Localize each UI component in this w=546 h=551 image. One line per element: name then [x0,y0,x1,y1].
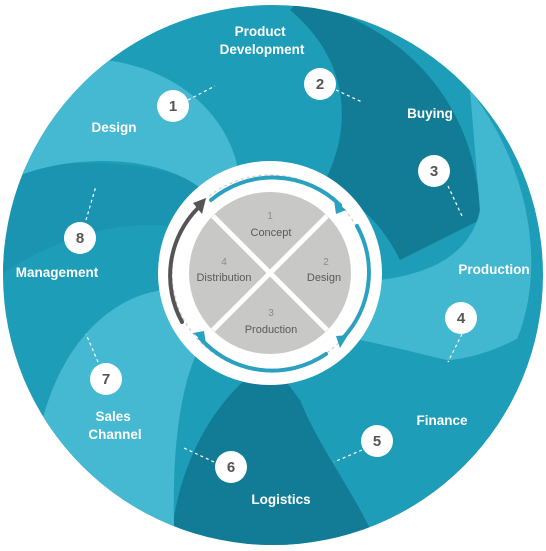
label-sales-channel: Sales Channel [88,409,141,442]
step-badge-5 [361,425,393,457]
step-num-2: 2 [316,76,324,93]
connector-1 [187,85,216,101]
inner-quadrants [189,192,351,354]
blade-buying [290,5,480,260]
label-buying: Buying [407,106,453,121]
arrow-bottom [198,336,328,373]
step-badge-7 [90,363,122,395]
blade-production [360,90,532,370]
inner-num-2: 2 [323,257,329,268]
arrowhead-right [336,335,348,348]
segment-labels: Design Product Development Buying Produc… [16,24,530,507]
quadrant-divider-2 [211,214,329,332]
step-num-5: 5 [373,433,381,450]
step-badge-1 [157,90,189,122]
blade-finance [300,320,543,540]
connector-2 [335,89,363,103]
label-design: Design [91,120,136,135]
arrow-left [168,206,200,324]
arrowhead-left [193,198,206,214]
blade-design [20,58,240,192]
blade-management [3,163,210,275]
step-num-8: 8 [76,230,84,247]
inner-num-3: 3 [268,308,274,319]
step-badge-8 [64,222,96,254]
inner-label-production: Production [245,324,298,336]
cycle-arrows [168,175,371,373]
step-num-3: 3 [430,163,438,180]
arrowhead-bottom [193,331,206,344]
connector-7 [85,333,99,363]
label-production: Production [458,262,529,277]
connector-5 [333,449,363,463]
inner-label-distribution: Distribution [196,272,251,284]
label-logistics: Logistics [251,492,310,507]
inner-label-design: Design [307,272,341,284]
arrowhead-top [334,200,346,214]
blade-logistics [170,360,380,545]
arrow-top [209,175,342,207]
label-product-development: Product Development [220,24,305,57]
inner-num-4: 4 [221,257,227,268]
step-badge-6 [215,451,247,483]
step-num-6: 6 [227,459,235,476]
arrow-heads [193,198,348,348]
label-management: Management [16,265,99,280]
connector-lines [85,85,463,463]
step-badge-4 [445,302,477,334]
label-finance: Finance [416,413,468,428]
inner-label-concept: Concept [251,227,292,239]
inner-num-1: 1 [267,211,273,222]
step-num-1: 1 [169,98,177,115]
step-num-7: 7 [102,371,110,388]
step-badge-3 [418,155,450,187]
step-badges: 1 2 3 4 5 6 7 8 [64,68,477,483]
step-num-4: 4 [457,310,466,327]
connector-4 [447,333,463,363]
blade-product-development [150,5,321,185]
step-badge-2 [304,68,336,100]
arrow-right [341,224,371,340]
